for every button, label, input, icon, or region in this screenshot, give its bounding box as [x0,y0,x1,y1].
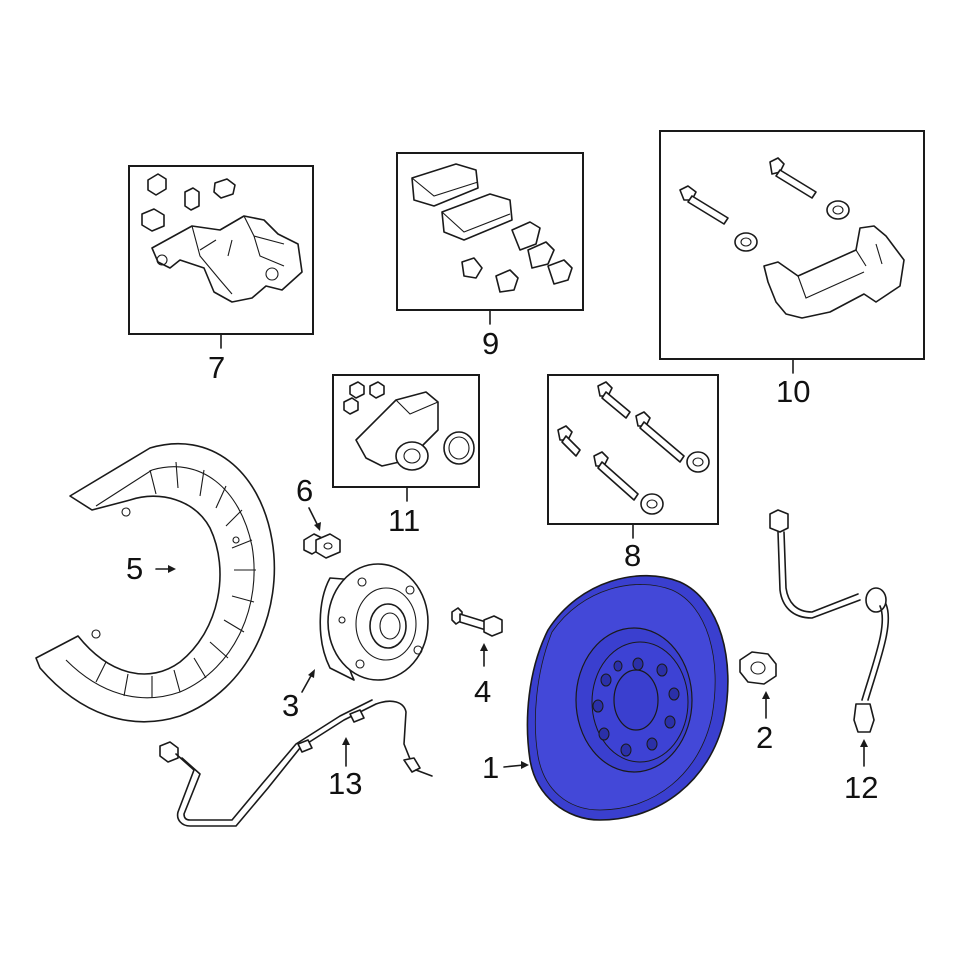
callout-label-11[interactable]: 11 [388,503,421,538]
callout-box-8[interactable] [547,374,719,539]
callout-label-6[interactable]: 6 [296,473,314,508]
shield-bolt-illustration [303,533,341,559]
callout-label-8[interactable]: 8 [624,538,642,573]
callout-5-leader [155,565,176,573]
abs-sensor-illustration [159,699,433,827]
callout-3-leader [301,669,315,693]
callout-label-12[interactable]: 12 [844,770,879,805]
callout-box-9[interactable] [396,152,584,325]
callout-label-1[interactable]: 1 [482,750,500,785]
caliper-assembly-illustration [141,173,303,303]
callout-12-leader [860,739,868,767]
guide-pin-kit-illustration [557,381,710,515]
callout-label-2[interactable]: 2 [756,720,774,755]
callout-box-7[interactable] [128,165,314,349]
callout-label-5[interactable]: 5 [126,551,144,586]
wheel-stud-illustration [451,607,503,637]
callout-4-leader [480,643,488,667]
callout-2-leader [762,691,770,719]
splash-shield-illustration [35,443,276,723]
callout-box-11[interactable] [332,374,480,502]
callout-label-4[interactable]: 4 [474,674,492,709]
callout-label-3[interactable]: 3 [282,688,300,723]
hub-bearing-illustration [319,563,429,681]
callout-6-leader [308,507,321,531]
hub-nut-illustration [739,651,777,685]
parking-brake-motor-illustration [343,381,475,471]
callout-label-10[interactable]: 10 [776,374,811,409]
callout-13-leader [342,737,350,767]
callout-label-9[interactable]: 9 [482,326,500,361]
callout-label-7[interactable]: 7 [208,350,226,385]
caliper-bracket-illustration [679,157,905,319]
callout-box-10[interactable] [659,130,925,374]
brake-rotor-illustration[interactable] [526,574,729,821]
callout-1-leader [503,761,529,769]
brake-hose-illustration [769,509,890,733]
brake-pad-set-illustration [411,163,573,293]
callout-label-13[interactable]: 13 [328,766,363,801]
